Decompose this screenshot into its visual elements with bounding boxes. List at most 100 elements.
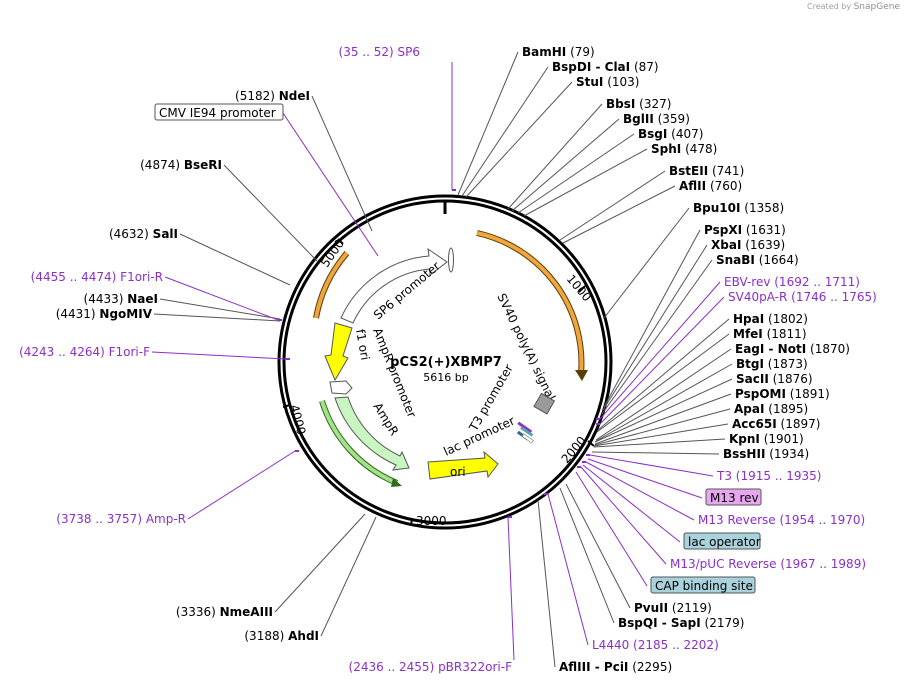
- orange-band-left: [314, 251, 349, 319]
- label-pspomi-connector: [594, 393, 732, 445]
- label-mfei-text: MfeI (1811): [733, 327, 807, 341]
- label-sv40pa-r-pos: SV40pA-R: [728, 290, 791, 304]
- label-sv40pa-r: SV40pA-R (1746 .. 1765): [728, 290, 877, 304]
- label-ebv-rev-name: (1692 .. 1711): [774, 275, 860, 289]
- label-m13-puc-reverse-text: M13/pUC Reverse (1967 .. 1989): [670, 557, 866, 571]
- label-btgi-pos: (1873): [768, 357, 808, 371]
- label-lac-operator-box: [683, 532, 761, 550]
- label-m13-reverse-connector: [585, 461, 695, 521]
- label-hpai: HpaI (1802): [733, 312, 808, 326]
- label-kpni: KpnI (1901): [729, 432, 804, 446]
- label-f1ori-r-connector: [164, 276, 279, 321]
- orange-band-right-arrowhead: [575, 370, 588, 381]
- label-t3-text: T3 (1915 .. 1935): [716, 469, 821, 483]
- label-ahdi: (3188) AhdI: [244, 629, 319, 643]
- orange-band-right: [476, 231, 584, 375]
- label-bspdi-clai-pos: (87): [634, 60, 659, 74]
- label-sphi: SphI (478): [651, 142, 717, 156]
- label-sv40pa-r-text: SV40pA-R (1746 .. 1765): [728, 290, 877, 304]
- label-bbsi-text: BbsI (327): [606, 97, 671, 111]
- label-l4440-text: L4440 (2185 .. 2202): [592, 638, 719, 652]
- t3-promoter-marker: [533, 392, 556, 415]
- label-bspdi-clai-connector: [461, 66, 549, 197]
- m13-rev-marker: [517, 421, 533, 434]
- label-bspqi-sapi-connector: [559, 487, 615, 624]
- label-bsshii-pos: (1934): [769, 447, 809, 461]
- lac-operator-marker: [520, 426, 534, 437]
- label-bspdi-clai: BspDI - ClaI (87): [552, 60, 659, 74]
- label-stui: StuI (103): [576, 75, 640, 89]
- label-f1ori-r: (4455 .. 4474) F1ori-R: [31, 270, 163, 284]
- label-btgi-text: BtgI (1873): [736, 357, 808, 371]
- label-aflii-pos: (760): [710, 179, 742, 193]
- label-m13-rev-text: M13 rev: [710, 491, 759, 505]
- label-aflii-connector: [562, 185, 676, 244]
- label-nmeaiii-name: NmeAIII: [220, 605, 273, 619]
- label-m13-reverse-pos: M13 Reverse: [698, 513, 780, 527]
- label-apai-text: ApaI (1895): [734, 402, 808, 416]
- label-bseri: (4874) BseRI: [140, 158, 222, 172]
- plasmid-name: pCS2(+)XBMP7: [390, 355, 502, 370]
- label-amp-r-pos: (3738 .. 3757): [56, 512, 146, 526]
- feature-label-ampr: AmpR: [370, 400, 401, 438]
- label-ahdi-pos: (3188): [244, 629, 284, 643]
- label-acc65i-connector: [593, 423, 729, 447]
- sp6-small-marker: [448, 247, 454, 273]
- label-nmeaiii-pos: (3336): [176, 605, 216, 619]
- label-bbsi: BbsI (327): [606, 97, 671, 111]
- ampr-arrow: [334, 396, 410, 471]
- label-bamhi-connector: [457, 51, 519, 196]
- label-amp-r-connector: [187, 450, 296, 520]
- label-sali-text: (4632) SalI: [109, 227, 178, 241]
- label-ahdi-text: (3188) AhdI: [244, 629, 319, 643]
- label-pspomi-text: PspOMI (1891): [735, 387, 830, 401]
- label-sphi-text: SphI (478): [651, 142, 717, 156]
- label-sp6-name: SP6: [398, 45, 421, 59]
- label-cap-binding-site-text: CAP binding site: [655, 579, 753, 593]
- label-bglii-name: BglII: [623, 112, 654, 126]
- label-pspxi-pos: (1631): [746, 223, 786, 237]
- label-cap-binding-site: CAP binding site: [650, 576, 756, 594]
- label-bsgi-text: BsgI (407): [638, 127, 703, 141]
- label-kpni-connector: [593, 438, 726, 448]
- label-bspdi-clai-name: BspDI - ClaI: [552, 60, 630, 74]
- label-ndei-connector: [311, 95, 373, 232]
- label-xbai-pos: (1639): [745, 238, 785, 252]
- label-bsgi-name: BsgI: [638, 127, 667, 141]
- tick-3000: 3000: [416, 514, 447, 528]
- label-pspxi-text: PspXI (1631): [704, 223, 786, 237]
- f1-ori-arrow: [324, 322, 353, 382]
- label-bseri-pos: (4874): [140, 158, 180, 172]
- green-band-arrowhead: [391, 478, 402, 487]
- label-bspqi-sapi: BspQI - SapI (2179): [618, 616, 744, 630]
- label-bpu10i-name: Bpu10I: [693, 201, 740, 215]
- label-bsshii-name: BssHII: [723, 447, 765, 461]
- label-bglii: BglII (359): [623, 112, 690, 126]
- label-acc65i: Acc65I (1897): [732, 417, 820, 431]
- label-hpai-connector: [597, 318, 730, 431]
- label-m13-puc-reverse-name: (1967 .. 1989): [780, 557, 866, 571]
- label-acc65i-pos: (1897): [781, 417, 821, 431]
- tick-mark-4000: [282, 404, 291, 408]
- label-m13-reverse: M13 Reverse (1954 .. 1970): [698, 513, 865, 527]
- label-ebv-rev-connector: [599, 281, 721, 420]
- label-f1ori-f-text: (4243 .. 4264) F1ori-F: [19, 345, 150, 359]
- label-m13-reverse-name: (1954 .. 1970): [780, 513, 866, 527]
- label-t3: T3 (1915 .. 1935): [716, 469, 821, 483]
- label-sv40pa-r-name: (1746 .. 1765): [791, 290, 877, 304]
- label-ngomiv-name: NgoMIV: [99, 307, 152, 321]
- label-bsgi-pos: (407): [671, 127, 703, 141]
- credit-prefix: Created by: [807, 2, 852, 11]
- label-cmv-ie94-promoter-text: CMV IE94 promoter: [159, 106, 276, 120]
- label-lac-operator-text: lac operator: [688, 535, 761, 549]
- tick-mark-1000: [578, 285, 586, 293]
- label-pbr322ori-f-text: (2436 .. 2455) pBR322ori-F: [349, 660, 513, 674]
- label-naei-connector: [159, 298, 281, 320]
- label-bpu10i-text: Bpu10I (1358): [693, 201, 784, 215]
- label-pspxi: PspXI (1631): [704, 223, 786, 237]
- label-aflii-name: AflII: [679, 179, 706, 193]
- label-bpu10i-pos: (1358): [744, 201, 784, 215]
- label-bsshii-connector: [591, 451, 720, 455]
- label-sacii: SacII (1876): [736, 372, 813, 386]
